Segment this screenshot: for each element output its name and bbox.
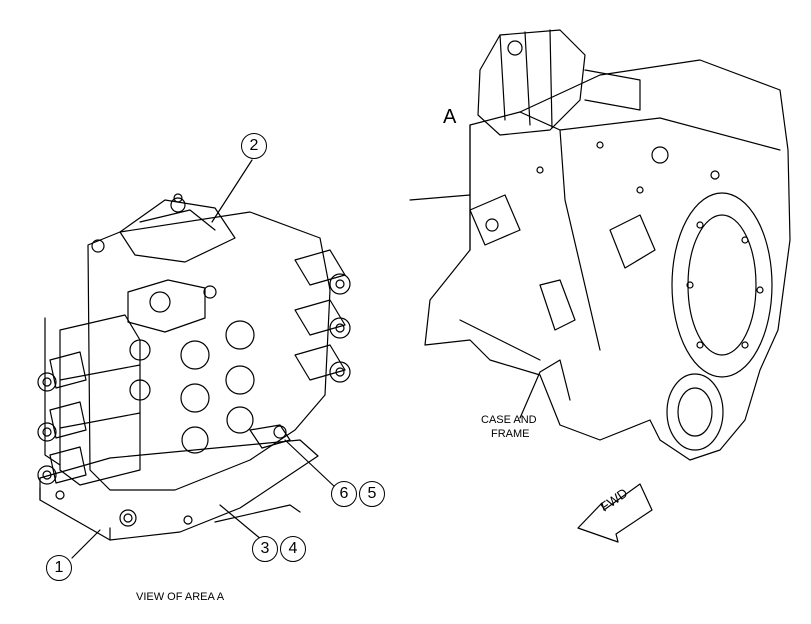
pilot-cover xyxy=(119,199,236,263)
fwd-arrow-shape xyxy=(577,483,653,543)
mounting-plate xyxy=(39,439,319,541)
control-valve-drawing xyxy=(37,193,351,541)
case-frame-label-line2: FRAME xyxy=(491,428,530,440)
case-frame-drawing xyxy=(409,29,791,543)
callout-5: 5 xyxy=(359,481,385,507)
frame-outline xyxy=(424,59,791,461)
right-solenoids xyxy=(294,249,351,383)
case-frame-label-line1: CASE AND xyxy=(481,414,537,426)
callout-2: 2 xyxy=(241,133,267,159)
callout-4: 4 xyxy=(280,536,306,562)
callout-3: 3 xyxy=(252,536,278,562)
left-solenoids xyxy=(37,351,87,485)
leader-lines xyxy=(71,159,337,559)
callout-6: 6 xyxy=(331,481,357,507)
area-letter: A xyxy=(443,106,457,128)
frame-valve xyxy=(477,29,586,136)
left-slices xyxy=(59,314,141,486)
view-caption: VIEW OF AREA A xyxy=(136,591,225,603)
valve-body xyxy=(87,211,331,491)
callout-1: 1 xyxy=(46,555,72,581)
